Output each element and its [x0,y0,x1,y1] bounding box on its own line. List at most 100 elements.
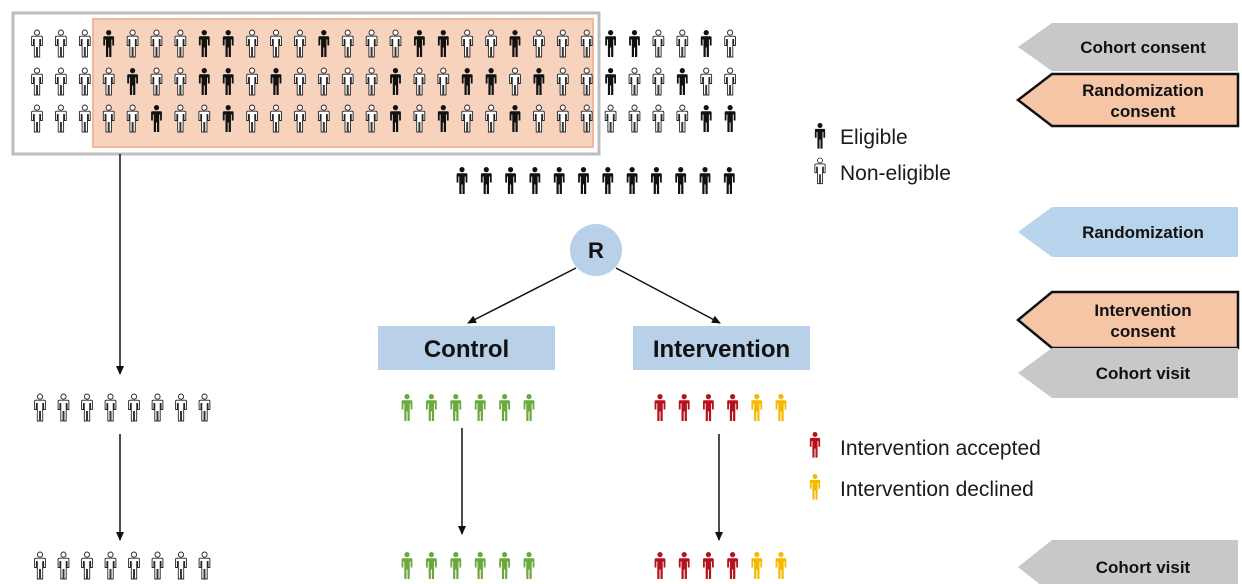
control-person-icon [401,394,413,421]
randomized-person-icon [626,167,638,194]
non-eligible-person-icon [198,104,211,133]
control-group-label: Control [424,336,509,363]
intervention-declined-person-icon [751,552,763,579]
randomized-person-icon [723,167,735,194]
non-eligible-person-icon [55,29,67,58]
non-eligible-person-icon [700,67,713,96]
timeline-arrow-shape [1018,23,1238,71]
timeline-label: Cohort consent [1080,38,1206,57]
non-eligible-person-icon [150,29,163,58]
non-eligible-person-icon [270,29,282,58]
visit1-control-participants [401,394,535,421]
randomized-person-icon [699,167,711,194]
visit2-control-participants [401,552,535,579]
legend-non-eligible-label: Non-eligible [840,162,951,185]
non-eligible-person-icon [174,104,187,133]
non-eligible-person-icon [604,104,617,133]
non-randomized-person-icon [151,551,164,580]
non-randomized-person-icon [198,393,211,422]
visit1-intervention-participants [654,394,787,421]
non-eligible-person-icon [413,67,426,96]
non-randomized-person-icon [57,551,70,580]
non-eligible-person-icon [814,157,826,185]
non-eligible-person-icon [341,104,354,133]
non-eligible-person-icon [270,104,282,133]
timeline-arrow-shape [1018,207,1238,257]
non-eligible-person-icon [126,104,139,133]
eligible-person-icon [724,105,736,132]
intervention-declined-person-icon [775,552,787,579]
eligible-person-icon [629,30,640,57]
intervention-legend: Intervention accepted Intervention decli… [809,432,1041,501]
non-eligible-person-icon [341,29,354,58]
eligible-person-icon [485,68,497,95]
intervention-accepted-person-icon [654,552,666,579]
randomized-person-icon [553,167,565,194]
intervention-declined-person-icon [751,394,763,421]
eligible-person-icon [198,30,210,57]
eligible-person-icon [103,30,115,57]
control-person-icon [450,394,462,421]
non-eligible-person-icon [78,104,91,133]
arrow-to-intervention [615,267,721,324]
non-eligible-person-icon [341,67,354,96]
non-eligible-person-icon [724,67,736,96]
control-person-icon [523,394,535,421]
intervention-accepted-person-icon [703,394,714,421]
non-randomized-person-icon [128,393,140,422]
legend-declined-label: Intervention declined [840,478,1034,501]
non-eligible-person-icon [294,29,306,58]
non-eligible-person-icon [294,104,306,133]
non-randomized-person-icon [104,551,117,580]
non-eligible-person-icon [580,29,593,58]
non-eligible-person-icon [652,29,665,58]
non-eligible-person-icon [724,29,736,58]
non-eligible-person-icon [628,104,641,133]
eligible-person-icon [814,123,826,149]
eligible-person-icon [222,105,234,132]
randomized-person-icon [529,167,541,194]
intervention-accepted-person-icon [678,552,690,579]
non-eligible-person-icon [365,104,378,133]
control-person-icon [426,552,437,579]
legend-accepted-label: Intervention accepted [840,437,1041,460]
randomized-person-icon [675,167,687,194]
timeline-randomization: Randomization [1018,207,1238,257]
eligibility-legend: Eligible Non-eligible [814,123,951,185]
randomized-person-icon [480,167,492,194]
non-eligible-person-icon [317,104,330,133]
non-eligible-person-icon [509,67,521,96]
non-eligible-person-icon [55,67,67,96]
non-eligible-person-icon [174,67,187,96]
randomized-person-icon [602,167,614,194]
non-eligible-person-icon [461,29,474,58]
non-eligible-person-icon [556,104,569,133]
non-randomized-person-icon [128,551,140,580]
non-eligible-person-icon [628,67,641,96]
randomized-person-icon [651,167,662,194]
non-eligible-person-icon [317,67,330,96]
non-randomized-person-icon [198,551,211,580]
non-eligible-person-icon [78,67,91,96]
non-eligible-person-icon [556,67,569,96]
non-eligible-person-icon [31,104,43,133]
timeline-cohort-visit-1: Cohort visit [1018,348,1238,398]
non-eligible-person-icon [533,104,545,133]
non-eligible-person-icon [102,67,115,96]
non-eligible-person-icon [174,29,187,58]
intervention-accepted-person-icon [727,394,738,421]
non-randomized-person-icon [104,393,117,422]
non-eligible-person-icon [31,29,43,58]
legend-eligible-label: Eligible [840,126,908,149]
non-randomized-person-icon [34,551,46,580]
non-eligible-person-icon [485,29,497,58]
non-eligible-person-icon [78,29,91,58]
randomization-node [570,224,622,276]
non-eligible-person-icon [150,67,163,96]
non-randomized-person-icon [151,393,164,422]
